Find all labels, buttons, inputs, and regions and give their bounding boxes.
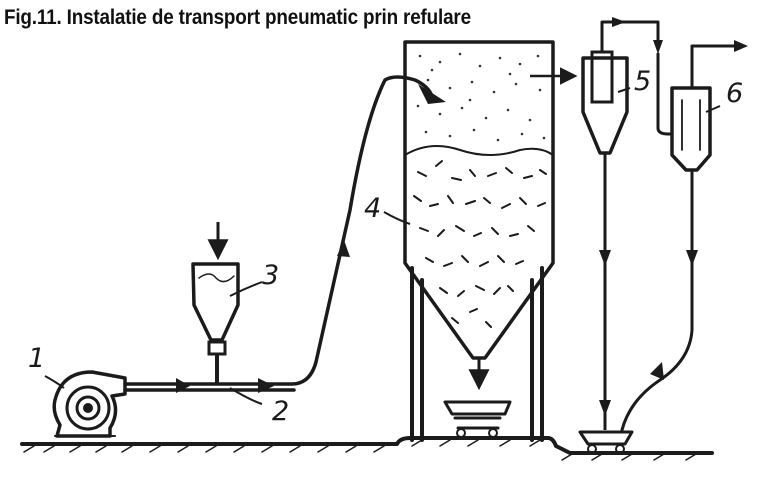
label-leaders <box>44 87 721 405</box>
storage-silo <box>403 40 555 442</box>
cyclone-separator <box>530 17 663 454</box>
conveying-pipe <box>123 75 446 393</box>
label-1-blower: 1 <box>28 343 46 374</box>
granular-texture <box>413 160 547 328</box>
label-2-pipe: 2 <box>272 396 290 427</box>
feeder-hopper <box>191 222 240 384</box>
label-3-feeder: 3 <box>262 260 280 291</box>
label-6-filter: 6 <box>726 78 744 109</box>
powder-texture <box>416 52 546 142</box>
ground-line <box>20 436 714 461</box>
label-4-silo: 4 <box>364 193 382 224</box>
figure-title: Fig.11. Instalatie de transport pneumati… <box>4 6 471 29</box>
label-5-cyclone: 5 <box>634 66 652 97</box>
bag-filter <box>620 40 748 432</box>
blower-fan <box>52 370 127 438</box>
